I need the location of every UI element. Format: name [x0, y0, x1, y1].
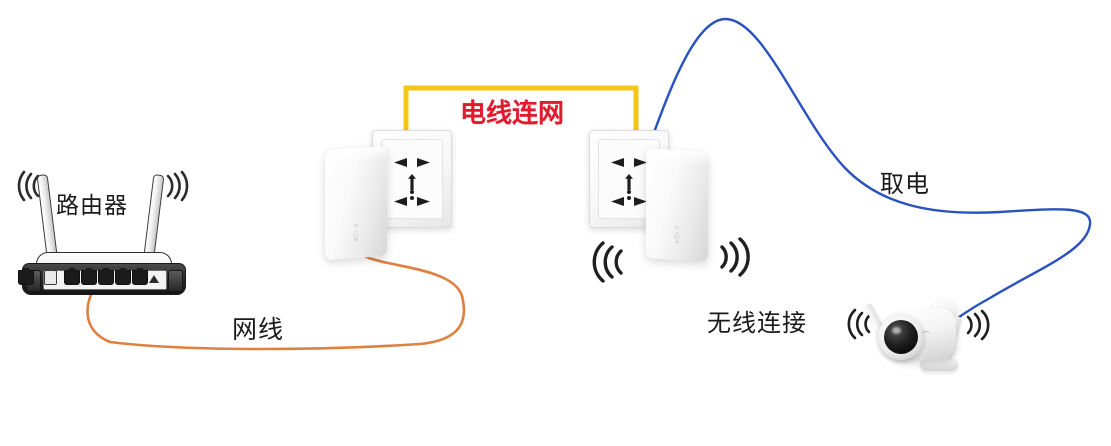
camera-lens-highlight: [892, 327, 901, 334]
router-lan-port-1: [64, 268, 80, 285]
socket-pin-bottom-right: [417, 197, 430, 206]
wireless-connection-label: 无线连接: [707, 310, 807, 337]
router-lan-port-spacer: [18, 268, 34, 285]
router-device: [18, 170, 188, 300]
router-power-indicator: [149, 275, 159, 283]
router-lan-port-2: [81, 268, 97, 285]
router-lan-port-4: [115, 268, 131, 285]
adapter-wifi-left-icon: [592, 241, 623, 283]
socket-pin-top-left: [394, 158, 407, 167]
socket-pin-earth: [625, 174, 633, 190]
power-draw-label: 取电: [880, 171, 930, 198]
socket-pin-dot-lower: [410, 196, 414, 200]
adapter-wifi-right-icon: [720, 237, 750, 277]
socket-pin-dot-upper: [410, 190, 414, 194]
ip-camera-device: ⌒: [858, 292, 998, 380]
camera-brand-mark: ⌒: [921, 330, 931, 341]
powerline-network-label: 电线连网: [460, 98, 565, 128]
socket-pin-earth: [408, 174, 416, 190]
camera-lens: [884, 320, 918, 354]
socket-pin-top-right: [417, 158, 430, 167]
network-cable-label: 网线: [232, 316, 285, 344]
socket-pin-top-right: [634, 158, 647, 167]
adapter-right-logo: ≈△≡: [673, 222, 681, 247]
powerline-adapter-right: ≈△≡: [646, 148, 708, 262]
socket-pin-bottom-right: [634, 197, 647, 206]
socket-pin-dot-lower: [627, 196, 631, 200]
socket-pin-top-left: [611, 158, 624, 167]
router-vent-right: [168, 270, 183, 292]
router-usb-port: [44, 270, 57, 285]
powerline-adapter-left: ≈△≡: [325, 146, 387, 260]
router-lan-port-3: [98, 268, 114, 285]
power-cable: [643, 17, 1092, 324]
camera-base: [920, 358, 958, 371]
router-wan-port: [132, 268, 148, 285]
socket-pin-bottom-left: [611, 197, 624, 206]
socket-pin-dot-upper: [627, 190, 631, 194]
router-label: 路由器: [56, 192, 128, 218]
wall-socket-left-face: [381, 139, 443, 219]
socket-pin-bottom-left: [394, 197, 407, 206]
adapter-left-logo: ≈△≡: [352, 220, 360, 245]
